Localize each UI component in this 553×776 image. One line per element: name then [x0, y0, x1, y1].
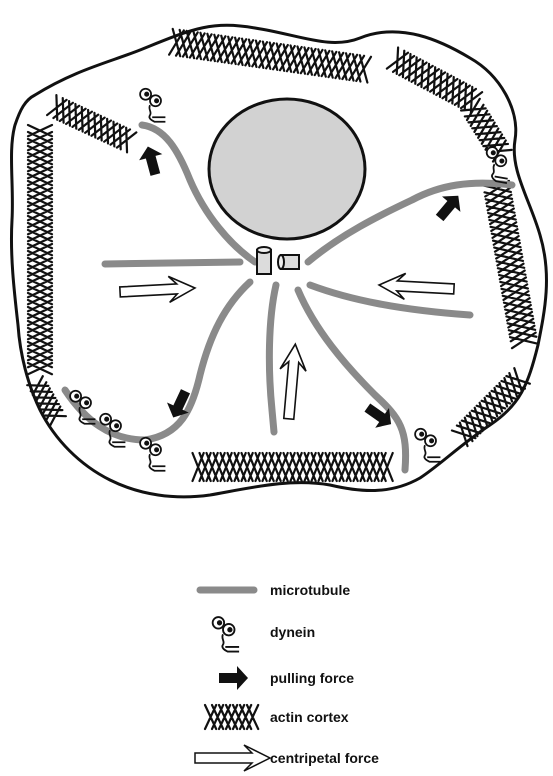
legend-label-microtubule: microtubule — [270, 582, 350, 598]
microtubule — [105, 262, 240, 264]
actin-cortex — [205, 705, 258, 729]
legend-label-centripetal-force: centripetal force — [270, 750, 379, 766]
dynein — [213, 617, 239, 652]
nucleus — [209, 99, 365, 239]
legend-label-actin-cortex: actin cortex — [270, 709, 349, 725]
legend: microtubule dynein pulling force actin c… — [195, 582, 379, 771]
pulling-force-arrow-icon — [219, 666, 248, 690]
legend-label-dynein: dynein — [270, 624, 315, 640]
dynein-icon — [213, 617, 239, 652]
centripetal-force-arrow-icon — [195, 745, 270, 771]
actin-cortex-icon — [205, 705, 258, 729]
legend-label-pulling-force: pulling force — [270, 670, 354, 686]
